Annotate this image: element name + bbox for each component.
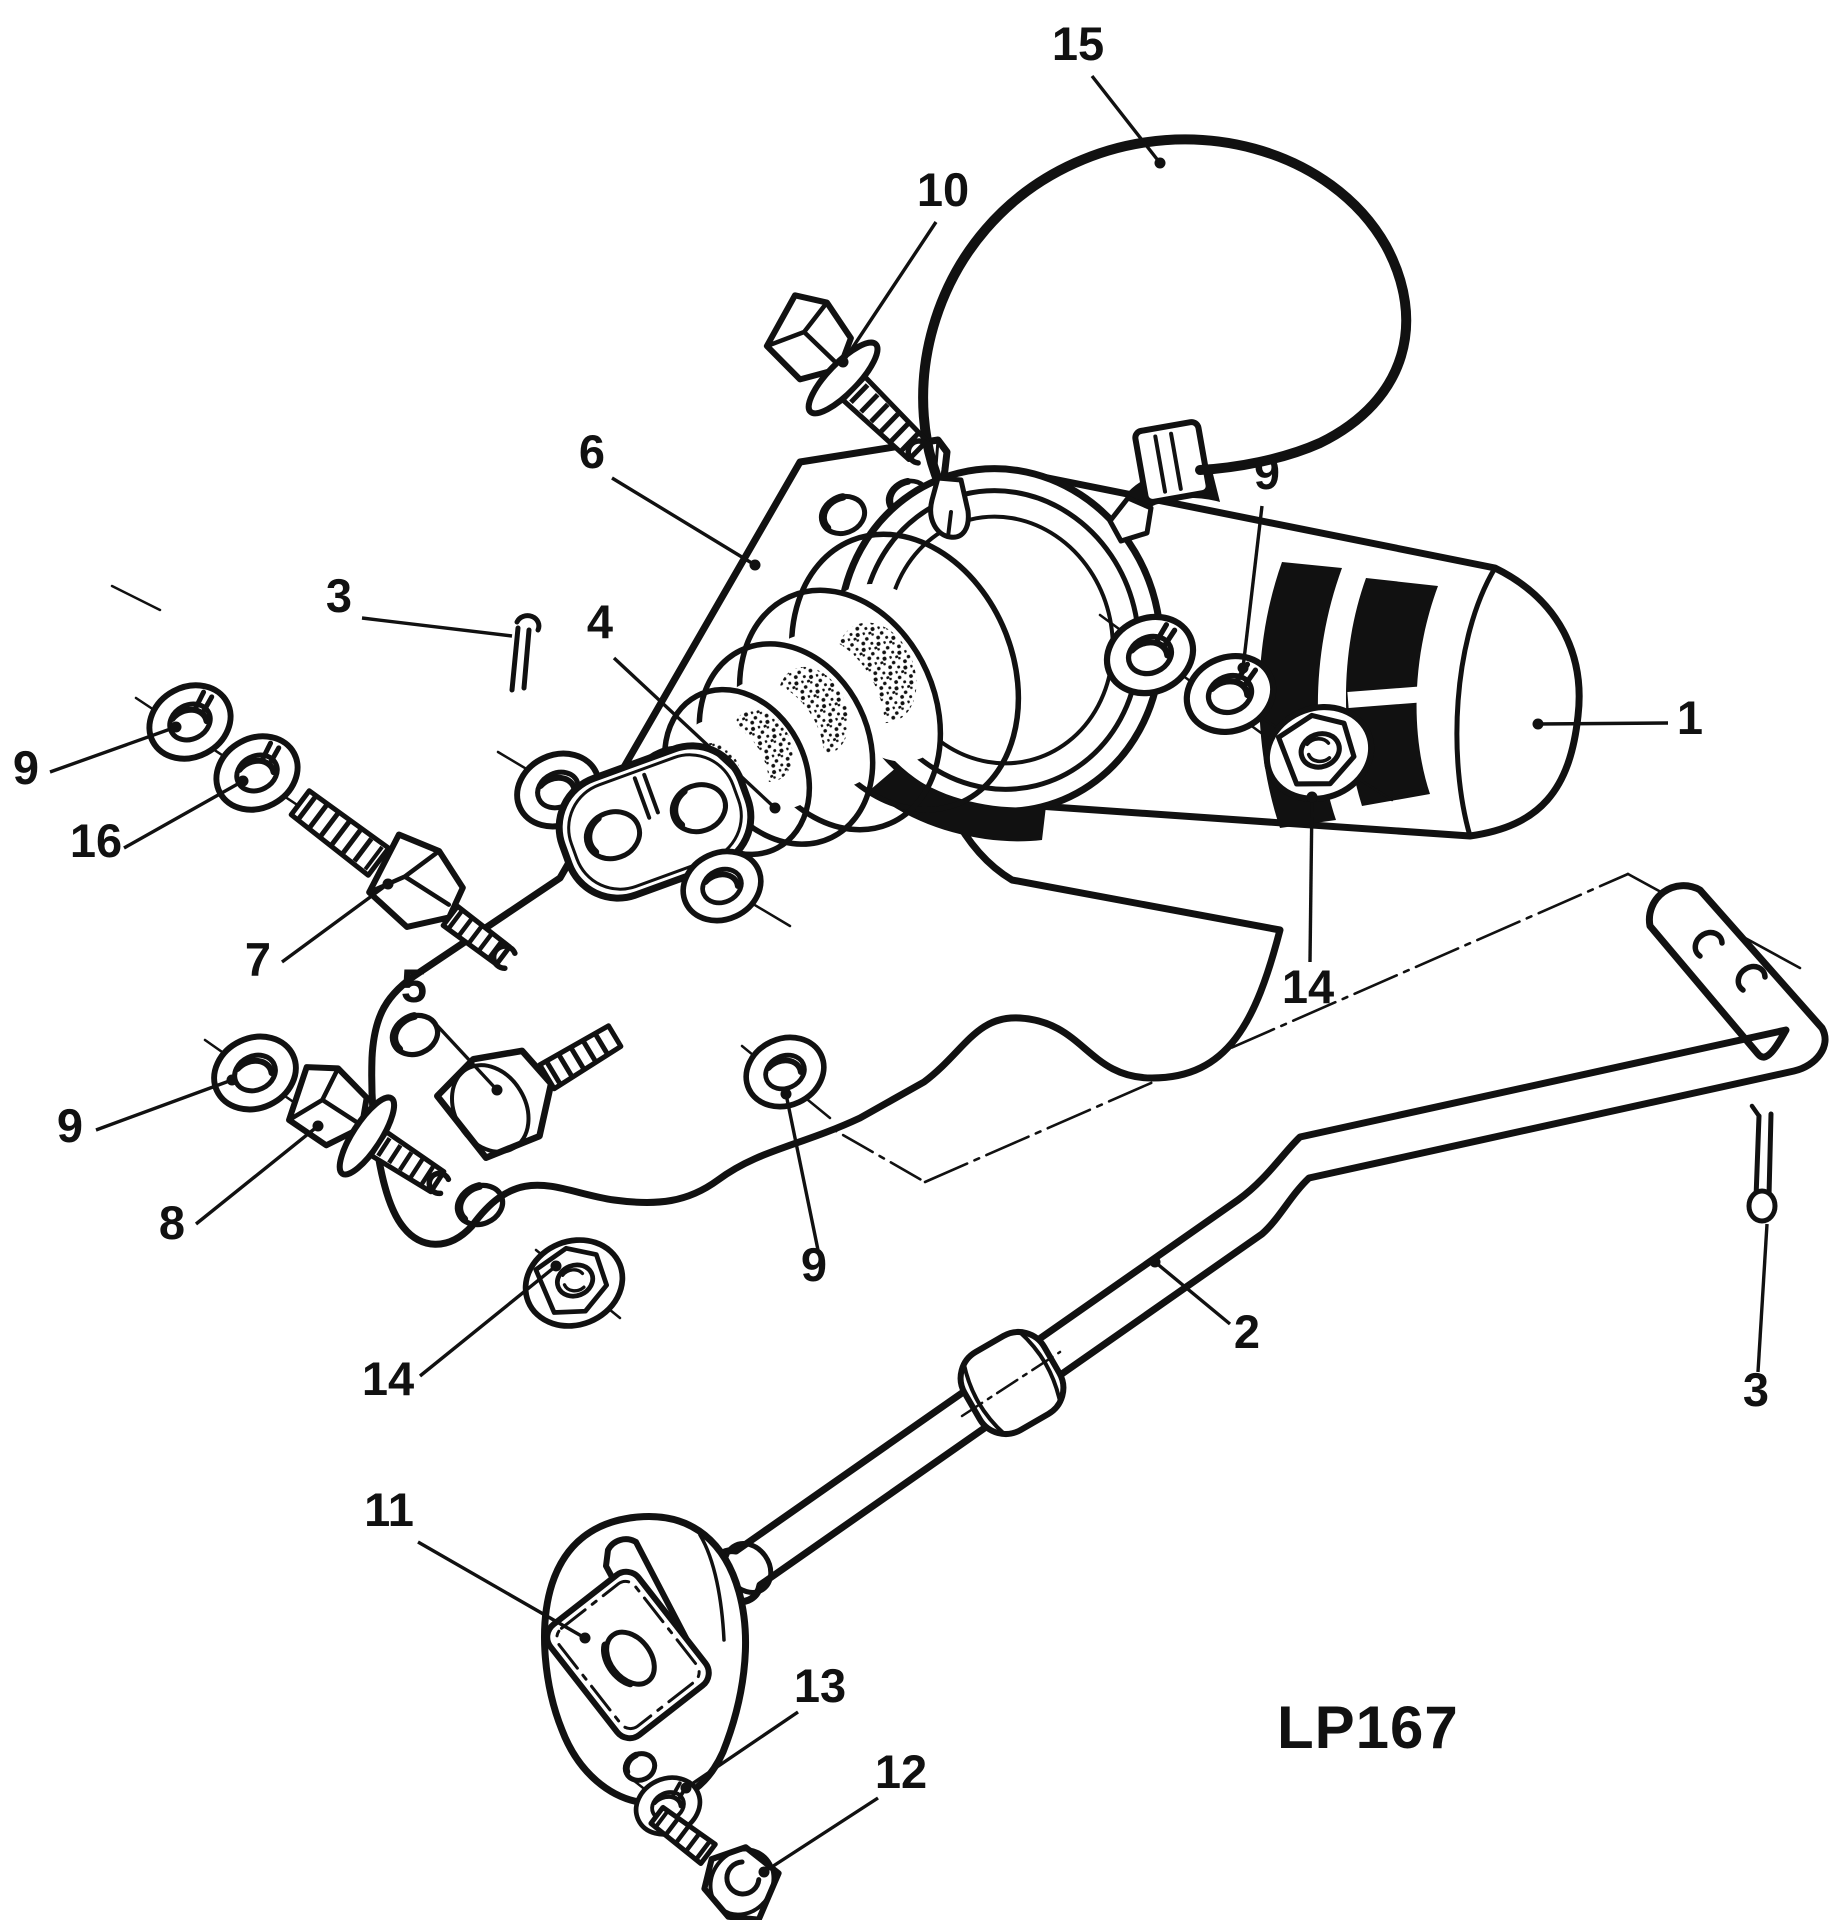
leader-line-c4 [612,656,777,810]
rod-hole-1 [1692,929,1725,959]
callout-c3r: 3 [1743,1363,1769,1416]
callout-c16: 16 [70,814,122,867]
callout-c14r: 14 [1282,960,1334,1013]
leader-dot-c10 [837,356,849,368]
callout-c12: 12 [875,1745,927,1798]
leader-line-c9ll [95,1078,233,1132]
adjuster-bolt-7 [288,788,518,971]
callout-c11: 11 [364,1483,414,1536]
leader-line-c8 [194,1124,320,1226]
leader-dot-c5 [491,1084,503,1096]
leader-line-c11 [417,1540,586,1640]
leader-dot-c13 [680,1782,692,1794]
leader-line-c3u [361,616,513,638]
leader-dot-c4 [769,802,781,814]
cable-fork-end [928,475,971,540]
link-lead [918,134,1412,540]
leader-line-c10 [841,221,938,363]
leader-line-c5 [430,1018,499,1092]
split-pin-3-right [1746,1103,1778,1224]
leader-line-c7 [280,882,390,964]
leader-line-c9ul [49,725,177,774]
leader-dot-c16 [237,775,249,787]
leader-dot-c9b [780,1088,792,1100]
callout-c6: 6 [579,425,605,478]
callout-c9ul: 9 [13,741,39,794]
callout-c13: 13 [794,1659,846,1712]
callout-c3u: 3 [326,569,352,622]
leader-dot-c14r [1306,791,1318,803]
callout-layer: 15 10 6 3 4 9 16 7 5 9 1 14 9 8 9 14 2 3 11 13 12 [13,17,1769,1878]
callout-c4: 4 [587,595,613,648]
leader-line-c9b [784,1093,820,1251]
leader-dot-c7 [382,878,394,890]
leader-line-c12 [763,1796,879,1874]
callout-c7: 7 [245,933,271,986]
lever-assembly [541,1513,782,1920]
bolt-5 [434,1023,624,1161]
split-pin-3-upper [509,613,542,693]
callout-c9t: 9 [1254,446,1280,499]
callout-c14l: 14 [362,1352,414,1405]
leader-line-c14r [1308,796,1314,963]
leader-line-c13 [685,1710,799,1790]
flange-bolt-10 [763,292,933,466]
leader-line-c9t [1241,505,1264,669]
lower-left-hardware [202,991,835,1341]
leader-dot-c6 [749,559,761,571]
leader-dot-c9t [1237,662,1249,674]
stud-washers-and-nut [1095,603,1394,813]
diagram-code: LP167 [1277,1694,1459,1761]
leader-dot-c2 [1149,1256,1161,1268]
callout-c8: 8 [159,1196,185,1249]
leader-dot-c9ll [226,1074,238,1086]
upper-left-hardware [110,584,542,971]
leader-line-c1 [1537,721,1669,726]
callout-c5: 5 [401,959,427,1012]
rod-hole-2 [1735,963,1768,993]
callout-c9b: 9 [801,1238,827,1291]
leader-dot-c1 [1532,718,1544,730]
leader-line-c15 [1090,74,1162,165]
callout-c10: 10 [917,163,969,216]
leader-dot-c9ul [170,721,182,733]
spade-lug [1107,495,1154,544]
flange-bolt-8 [286,1064,452,1197]
leader-line-c2 [1153,1260,1232,1326]
leader-dot-c15 [1154,157,1166,169]
leader-line-c6 [611,476,756,567]
trunnion-assembly [496,731,792,933]
callout-c9ll: 9 [57,1099,83,1152]
callout-c15: 15 [1052,17,1104,70]
callout-c2: 2 [1234,1305,1260,1358]
bolt-12 [648,1804,782,1920]
flange-nut-14-left [513,1226,636,1341]
leader-dot-c14l [550,1260,562,1272]
leader-dot-c11 [579,1632,591,1644]
leader-line-c14l [418,1264,558,1378]
leader-dot-c8 [312,1120,324,1132]
callout-c1: 1 [1677,691,1703,744]
leader-line-c16 [123,779,244,850]
control-rod [709,882,1829,1606]
leader-dot-c12 [758,1866,770,1878]
terminal [1132,419,1212,505]
leader-line-c3r [1756,1223,1769,1373]
lever-11 [541,1513,750,1807]
